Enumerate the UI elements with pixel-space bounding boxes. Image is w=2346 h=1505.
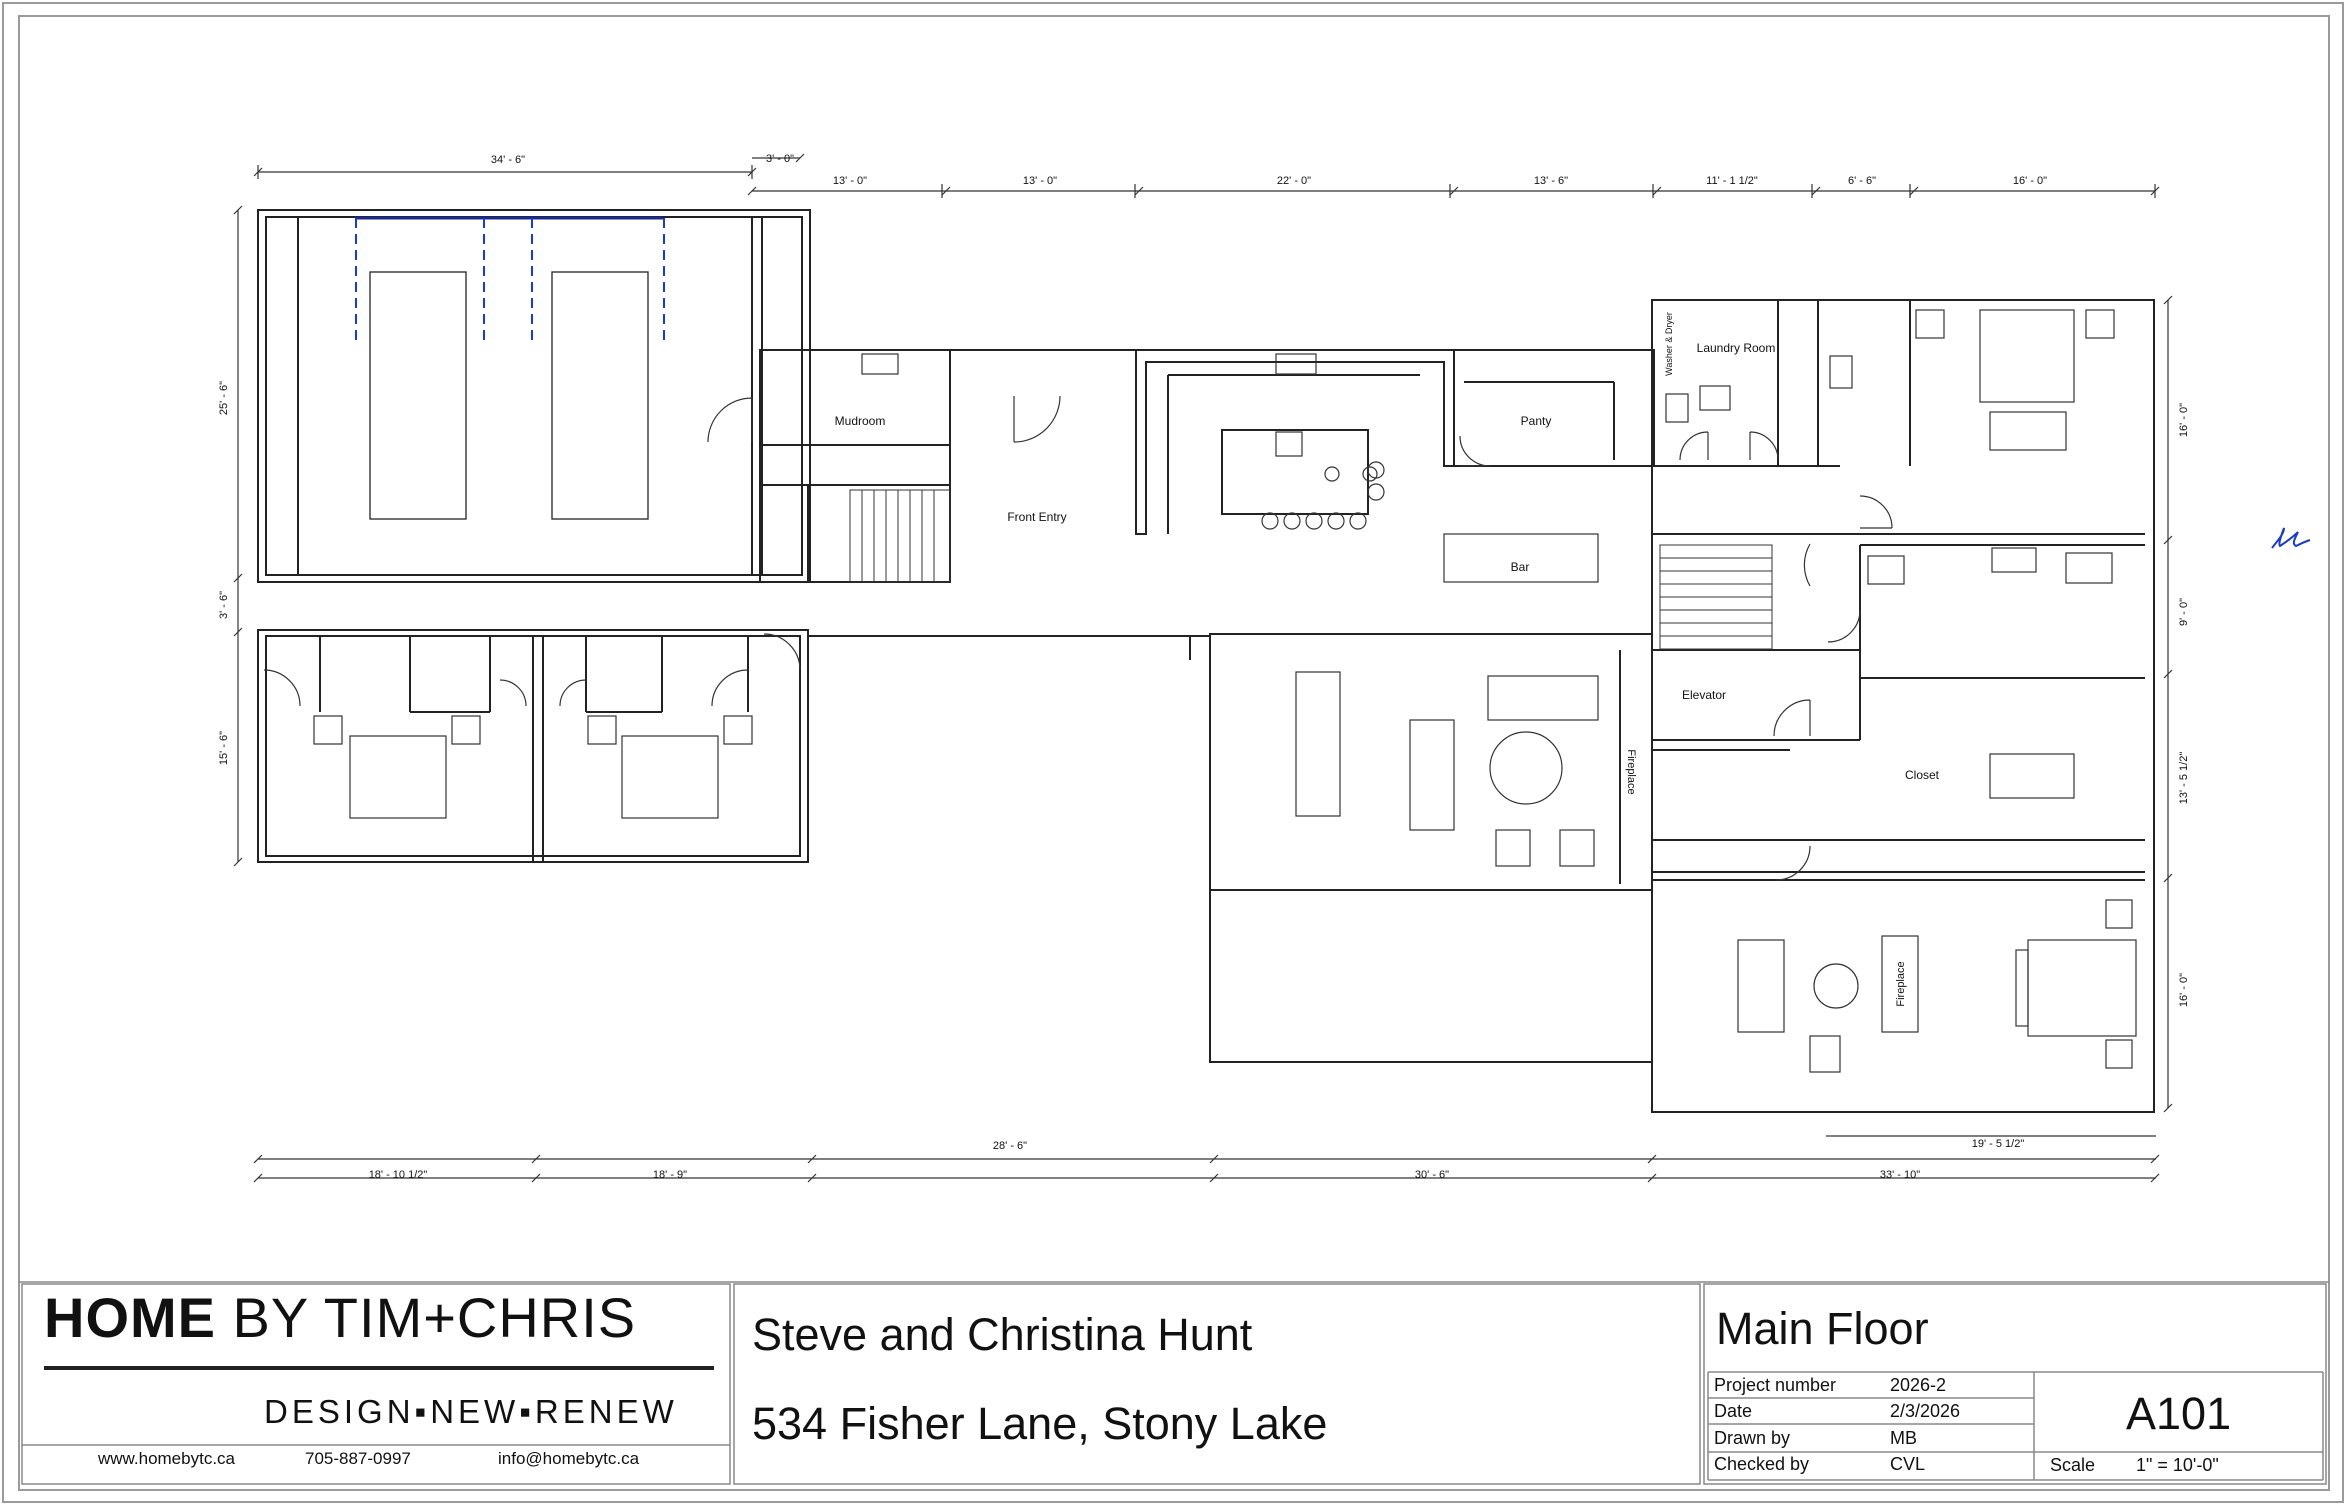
company-phone: 705-887-0997 [305, 1449, 411, 1468]
date-label: Date [1714, 1401, 1753, 1421]
dim-top-9: 16' - 0" [2013, 175, 2047, 187]
sheet-number: A101 [2126, 1388, 2232, 1439]
drawn-by-label: Drawn by [1714, 1428, 1791, 1448]
room-label-mudroom: Mudroom [835, 414, 886, 428]
dim-right-4: 16' - 0" [2178, 973, 2190, 1007]
room-label-washer-dryer: Washer & Dryer [1664, 312, 1674, 376]
scale-label: Scale [2050, 1455, 2096, 1475]
initials-mark [2271, 527, 2311, 549]
room-label-bar: Bar [1511, 560, 1530, 574]
dim-top-5: 22' - 0" [1277, 175, 1311, 187]
walls [257, 209, 2155, 1113]
dim-top-2: 3' - 0" [766, 153, 794, 165]
dim-top-4: 13' - 0" [1023, 175, 1057, 187]
room-label-fireplace-2: Fireplace [1895, 961, 1907, 1006]
room-label-fireplace-1: Fireplace [1625, 749, 1637, 794]
room-label-elevator: Elevator [1682, 688, 1726, 702]
dimension-labels: 34' - 6" 3' - 0" 13' - 0" 13' - 0" 22' -… [218, 153, 2190, 1181]
dim-top-7: 11' - 1 1/2" [1706, 175, 1758, 187]
dim-bottom-1: 18' - 10 1/2" [369, 1169, 428, 1181]
room-label-front-entry: Front Entry [1007, 510, 1066, 524]
door-swings [263, 395, 1893, 881]
stairs [849, 489, 1773, 650]
dim-left-3: 15' - 6" [218, 731, 230, 765]
company-email: info@homebytc.ca [498, 1449, 640, 1468]
furniture [313, 309, 2137, 1073]
company-tagline: DESIGN▪NEW▪RENEW [264, 1393, 678, 1430]
scale-value: 1" = 10'-0" [2136, 1455, 2219, 1475]
logo-underline [44, 1366, 714, 1370]
room-label-laundry-room: Laundry Room [1697, 341, 1776, 355]
dim-top-8: 6' - 6" [1848, 175, 1876, 187]
dim-bottom-3: 28' - 6" [993, 1140, 1027, 1152]
dim-top-6: 13' - 6" [1534, 175, 1568, 187]
checked-by-value: CVL [1890, 1454, 1926, 1474]
sheet-title: Main Floor [1716, 1303, 1929, 1354]
company-website: www.homebytc.ca [98, 1449, 235, 1468]
room-label-panty: Panty [1521, 414, 1552, 428]
company-logo: HOME BY TIM+CHRIS [44, 1290, 636, 1346]
checked-by-label: Checked by [1714, 1454, 1810, 1474]
room-labels: Mudroom Front Entry Panty Laundry Room W… [835, 312, 1940, 1006]
dim-right-3: 13' - 5 1/2" [2178, 752, 2190, 805]
dim-right-1: 16' - 0" [2178, 403, 2190, 437]
company-logo-rest: BY TIM+CHRIS [216, 1286, 637, 1349]
project-number-value: 2026-2 [1890, 1375, 1947, 1395]
dim-bottom-6: 33' - 10" [1880, 1169, 1920, 1181]
project-number-label: Project number [1714, 1375, 1837, 1395]
dim-top-3: 13' - 0" [833, 175, 867, 187]
dim-right-2: 9' - 0" [2178, 598, 2190, 626]
dim-left-2: 3' - 6" [218, 591, 230, 619]
dim-bottom-5: 19' - 5 1/2" [1972, 1138, 2025, 1150]
title-block-frame [19, 1281, 2329, 1485]
drawn-by-value: MB [1890, 1428, 1917, 1448]
project-address: 534 Fisher Lane, Stony Lake [752, 1398, 1328, 1449]
dim-left-1: 25' - 6" [218, 381, 230, 415]
client-name: Steve and Christina Hunt [752, 1309, 1253, 1360]
dim-bottom-2: 18' - 9" [653, 1169, 687, 1181]
dim-top-1: 34' - 6" [491, 154, 525, 166]
garage-door-markers [355, 218, 665, 346]
room-label-closet: Closet [1905, 768, 1940, 782]
company-logo-bold: HOME [44, 1286, 216, 1349]
dimension-lines [233, 153, 2173, 1183]
date-value: 2/3/2026 [1890, 1401, 1961, 1421]
dim-bottom-4: 30' - 6" [1415, 1169, 1449, 1181]
